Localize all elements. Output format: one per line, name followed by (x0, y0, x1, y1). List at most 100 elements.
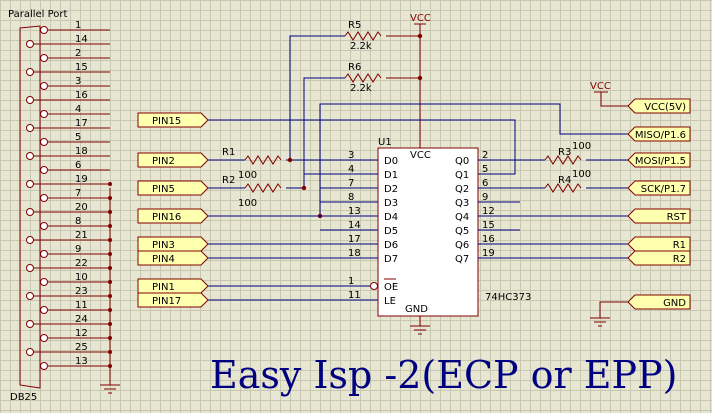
u1-pin-number: 14 (348, 220, 361, 231)
db25-pin-number: 16 (75, 90, 88, 101)
db25-pin-number: 2 (75, 48, 81, 59)
db25-pin-circle (26, 96, 34, 104)
db25-pin-number: 20 (75, 202, 88, 213)
u1-pin-name: Q2 (455, 184, 469, 195)
u1-pin-name: D7 (384, 254, 398, 265)
u1-pin-number: 13 (348, 206, 361, 217)
u1-pin-name: OE (384, 282, 398, 293)
u1-pin-name: D5 (384, 226, 398, 237)
u1-pin-name: D4 (384, 212, 398, 223)
u1-part: 74HC373 (485, 292, 531, 303)
port-right (627, 208, 691, 224)
u1-pins: D03D14D27D38D413D514D617D718OE1LE11Q02Q1… (348, 150, 495, 307)
u1-pin-name: Q4 (455, 212, 469, 223)
db25-pin-circle (40, 334, 48, 342)
db25-pin-number: 23 (75, 286, 88, 297)
u1-gnd: GND (405, 304, 428, 315)
db25-pin-number: 18 (75, 146, 88, 157)
db25-pin-number: 8 (75, 216, 81, 227)
db25-pin-number: 12 (75, 328, 88, 339)
db25-pin-circle (26, 180, 34, 188)
u1-vcc: VCC (410, 150, 431, 161)
u1-pin-number: 11 (348, 290, 361, 301)
db25-pin-circle (40, 306, 48, 314)
u1-ref: U1 (378, 137, 392, 148)
right-gnd-wire (599, 301, 628, 318)
port-right (627, 250, 691, 266)
db25-pin-circle (26, 236, 34, 244)
db25-pin-number: 10 (75, 272, 88, 283)
db25-pin-circle (26, 320, 34, 328)
r2-value: 100 (238, 198, 257, 209)
port-label: PIN17 (152, 296, 181, 307)
db25-pin-number: 6 (75, 160, 81, 171)
u1-pin-number: 6 (482, 178, 488, 189)
vcc5v-wire (600, 92, 628, 107)
port-label: PIN4 (152, 254, 175, 265)
port-label: PIN16 (152, 212, 181, 223)
db25-ground-junction (108, 182, 112, 186)
port-label: PIN5 (152, 184, 175, 195)
db25-pin-number: 3 (75, 76, 81, 87)
oe-inversion-bubble (370, 282, 378, 290)
db25-pin-circle (26, 264, 34, 272)
pin15-wire (208, 119, 516, 175)
u1-pin-number: 7 (348, 178, 354, 189)
db25-pin-number: 25 (75, 342, 88, 353)
r4-symbol (544, 183, 582, 193)
db25-pin-number: 17 (75, 118, 88, 129)
u1-pin-number: 1 (348, 276, 354, 287)
port-pin16 (137, 208, 209, 224)
db25-pin-number: 14 (75, 34, 88, 45)
r5-symbol (344, 31, 382, 41)
db25-pin-number: 15 (75, 62, 88, 73)
r3-value: 100 (572, 141, 591, 152)
r6-symbol (344, 73, 382, 83)
db25-pin-circle (26, 124, 34, 132)
db25-pin-number: 22 (75, 258, 88, 269)
u1-body (377, 147, 479, 317)
schematic-title: Easy Isp -2(ECP or EPP) (210, 353, 678, 397)
port-label: GND (663, 298, 686, 309)
port-label: R2 (673, 254, 686, 265)
u1-pin-number: 2 (482, 150, 488, 161)
db25-pin-circle (26, 208, 34, 216)
r3-symbol (544, 155, 582, 165)
port-pin2 (137, 152, 209, 168)
port-right (627, 294, 691, 310)
db25-pin-circle (40, 82, 48, 90)
db25-pin-circle (40, 138, 48, 146)
u1-pin-number: 5 (482, 164, 488, 175)
port-right (627, 98, 691, 114)
u1-pin-name: Q6 (455, 240, 469, 251)
port-right (627, 126, 691, 142)
u1-pin-number: 17 (348, 234, 361, 245)
u1-pin-number: 16 (482, 234, 495, 245)
connector-name: DB25 (10, 392, 37, 403)
port-label: R1 (673, 240, 686, 251)
db25-pin-number: 4 (75, 104, 81, 115)
db25-pin-circle (40, 278, 48, 286)
r5-ref: R5 (348, 20, 361, 31)
port-right (627, 180, 691, 196)
db25-pin-circle (40, 222, 48, 230)
r6-value: 2.2k (350, 83, 372, 94)
port-label: PIN3 (152, 240, 175, 251)
u1-ground-symbol (410, 325, 430, 335)
port-label: RST (667, 212, 687, 223)
u1-pin-number: 3 (348, 150, 354, 161)
right-ground-symbol (590, 317, 610, 327)
port-pin3 (137, 236, 209, 252)
port-pin15 (137, 112, 209, 128)
r2-ref: R2 (222, 175, 235, 186)
u1-pin-number: 18 (348, 248, 361, 259)
vcc-label-right: VCC (590, 81, 611, 92)
db25-pin-circle (40, 362, 48, 370)
r2-junction (301, 185, 307, 191)
r5-value: 2.2k (350, 41, 372, 52)
port-label: MISO/P1.6 (635, 130, 686, 141)
port-label: PIN2 (152, 156, 175, 167)
u1-pin-number: 12 (482, 206, 495, 217)
